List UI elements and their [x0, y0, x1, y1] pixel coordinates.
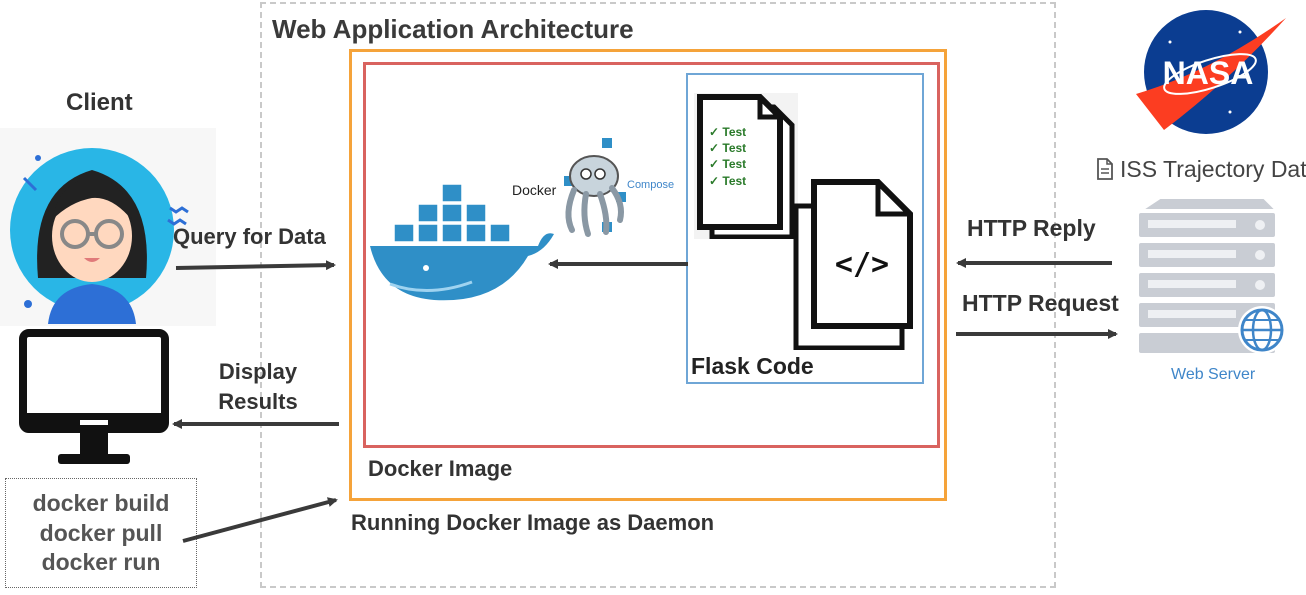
iss-trajectory-data-label: ISS Trajectory Data — [1120, 156, 1306, 182]
compose-text: Compose — [627, 179, 675, 191]
client-label: Client — [66, 89, 133, 116]
daemon-container-box — [349, 49, 947, 501]
diagram-title: Web Application Architecture — [272, 14, 634, 44]
docker-commands-box — [5, 478, 197, 588]
daemon-label: Running Docker Image as Daemon — [351, 510, 715, 535]
code-symbol: </> — [835, 247, 889, 282]
http-reply-label: HTTP Reply — [967, 215, 1096, 241]
web-server-icon — [1137, 197, 1286, 355]
monitor-icon — [19, 329, 169, 464]
nasa-logo-icon: NASA — [1136, 10, 1286, 134]
docker-image-box — [363, 62, 940, 448]
test-documents-icon — [694, 93, 798, 239]
docker-run-command: docker run — [41, 549, 161, 575]
docker-compose-octopus-icon — [564, 138, 626, 237]
flask-code-label: Flask Code — [691, 353, 814, 379]
http-request-label: HTTP Request — [962, 290, 1119, 316]
code-document-icon: </> — [793, 179, 913, 350]
test-item: ✓ Test — [709, 141, 747, 155]
docker-image-label: Docker Image — [368, 456, 513, 481]
test-item: ✓ Test — [709, 174, 747, 188]
docker-pull-command: docker pull — [39, 520, 163, 546]
docker-text: Docker — [512, 182, 557, 198]
client-avatar-icon — [0, 128, 216, 326]
flask-code-box — [686, 73, 924, 384]
test-item: ✓ Test — [709, 157, 747, 171]
nasa-logo-text: NASA — [1163, 55, 1254, 91]
architecture-frame — [260, 2, 1056, 588]
docker-build-command: docker build — [32, 490, 170, 516]
docker-whale-icon — [370, 183, 554, 301]
test-item: ✓ Test — [709, 125, 747, 139]
web-server-label: Web Server — [1171, 366, 1256, 383]
document-icon — [1097, 158, 1113, 180]
command-arrow — [182, 497, 338, 543]
display-results-label: Display Results — [218, 359, 298, 414]
query-arrow — [175, 260, 336, 271]
query-for-data-label: Query for Data — [173, 224, 326, 249]
